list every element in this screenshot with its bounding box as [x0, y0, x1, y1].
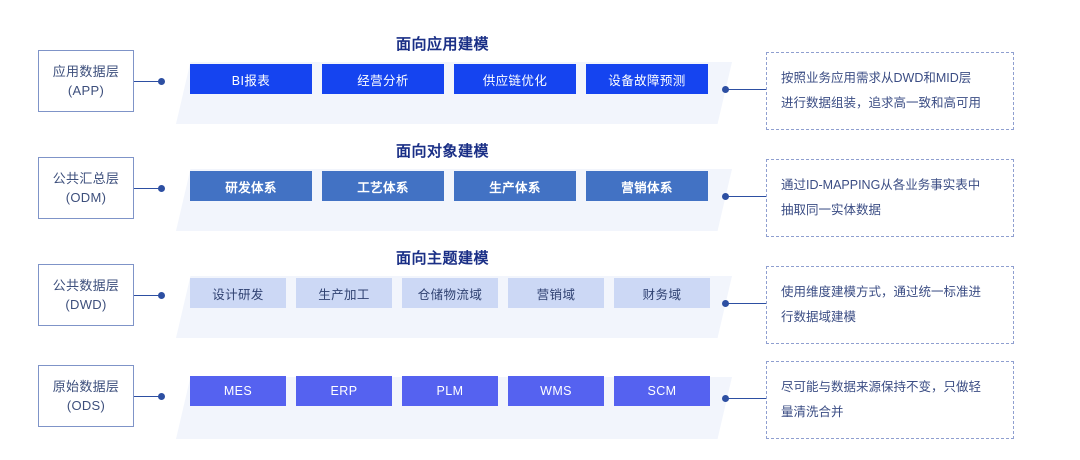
item-chip[interactable]: 生产体系 — [454, 171, 576, 201]
tier-label-odm[interactable]: 公共汇总层 (ODM) — [38, 157, 134, 219]
connector-line-note-dwd — [726, 303, 766, 304]
connector-line-app — [134, 81, 164, 82]
connector-line-note-odm — [726, 196, 766, 197]
connector-dot-odm — [158, 185, 165, 192]
connector-dot-ods — [158, 393, 165, 400]
item-chip[interactable]: 营销体系 — [586, 171, 708, 201]
tier-label-odm-line1: 公共汇总层 — [52, 171, 120, 186]
note-line: 进行数据组装，追求高一致和高可用 — [781, 96, 982, 110]
note-box-dwd[interactable]: 使用维度建模方式，通过统一标准进 行数据域建模 — [766, 266, 1014, 344]
item-chip[interactable]: 设计研发 — [190, 278, 286, 308]
tier-label-app-line2: (APP) — [67, 83, 105, 98]
tier-label-app-line1: 应用数据层 — [52, 64, 120, 79]
note-line: 尽可能与数据来源保持不变，只做轻 — [781, 380, 982, 394]
tier-items-app: BI报表 经营分析 供应链优化 设备故障预测 — [190, 64, 708, 94]
section-title-odm: 面向对象建模 — [396, 143, 490, 160]
connector-dot-app — [158, 78, 165, 85]
item-chip[interactable]: WMS — [508, 376, 604, 406]
connector-dot-note-odm — [722, 193, 729, 200]
connector-line-note-ods — [726, 398, 766, 399]
note-box-app[interactable]: 按照业务应用需求从DWD和MID层 进行数据组装，追求高一致和高可用 — [766, 52, 1014, 130]
item-chip[interactable]: 仓储物流域 — [402, 278, 498, 308]
connector-dot-note-app — [722, 86, 729, 93]
note-box-odm[interactable]: 通过ID-MAPPING从各业务事实表中 抽取同一实体数据 — [766, 159, 1014, 237]
connector-dot-note-dwd — [722, 300, 729, 307]
item-chip[interactable]: 财务域 — [614, 278, 710, 308]
item-chip[interactable]: PLM — [402, 376, 498, 406]
tier-label-odm-line2: (ODM) — [65, 190, 107, 205]
note-box-ods[interactable]: 尽可能与数据来源保持不变，只做轻 量清洗合并 — [766, 361, 1014, 439]
tier-label-ods-line1: 原始数据层 — [52, 379, 120, 394]
tier-items-dwd: 设计研发 生产加工 仓储物流域 营销域 财务域 — [190, 278, 710, 308]
item-chip[interactable]: 工艺体系 — [322, 171, 444, 201]
connector-dot-dwd — [158, 292, 165, 299]
item-chip[interactable]: 研发体系 — [190, 171, 312, 201]
item-chip[interactable]: 生产加工 — [296, 278, 392, 308]
connector-line-ods — [134, 396, 164, 397]
tier-label-ods-line2: (ODS) — [66, 398, 106, 413]
tier-label-ods[interactable]: 原始数据层 (ODS) — [38, 365, 134, 427]
tier-label-app[interactable]: 应用数据层 (APP) — [38, 50, 134, 112]
section-title-app: 面向应用建模 — [396, 36, 490, 53]
tier-label-dwd-line2: (DWD) — [65, 297, 107, 312]
item-chip[interactable]: ERP — [296, 376, 392, 406]
tier-items-odm: 研发体系 工艺体系 生产体系 营销体系 — [190, 171, 708, 201]
note-line: 按照业务应用需求从DWD和MID层 — [781, 71, 972, 85]
note-line: 抽取同一实体数据 — [781, 203, 882, 217]
note-line: 量清洗合并 — [781, 405, 844, 419]
item-chip[interactable]: 设备故障预测 — [586, 64, 708, 94]
item-chip[interactable]: MES — [190, 376, 286, 406]
tier-label-dwd-line1: 公共数据层 — [52, 278, 120, 293]
tier-label-dwd[interactable]: 公共数据层 (DWD) — [38, 264, 134, 326]
connector-line-odm — [134, 188, 164, 189]
item-chip[interactable]: 供应链优化 — [454, 64, 576, 94]
item-chip[interactable]: SCM — [614, 376, 710, 406]
item-chip[interactable]: 营销域 — [508, 278, 604, 308]
note-line: 行数据域建模 — [781, 310, 857, 324]
item-chip[interactable]: BI报表 — [190, 64, 312, 94]
section-title-dwd: 面向主题建模 — [396, 250, 490, 267]
note-line: 使用维度建模方式，通过统一标准进 — [781, 285, 982, 299]
tier-items-ods: MES ERP PLM WMS SCM — [190, 376, 710, 406]
connector-line-dwd — [134, 295, 164, 296]
connector-dot-note-ods — [722, 395, 729, 402]
connector-line-note-app — [726, 89, 766, 90]
item-chip[interactable]: 经营分析 — [322, 64, 444, 94]
note-line: 通过ID-MAPPING从各业务事实表中 — [781, 178, 981, 192]
